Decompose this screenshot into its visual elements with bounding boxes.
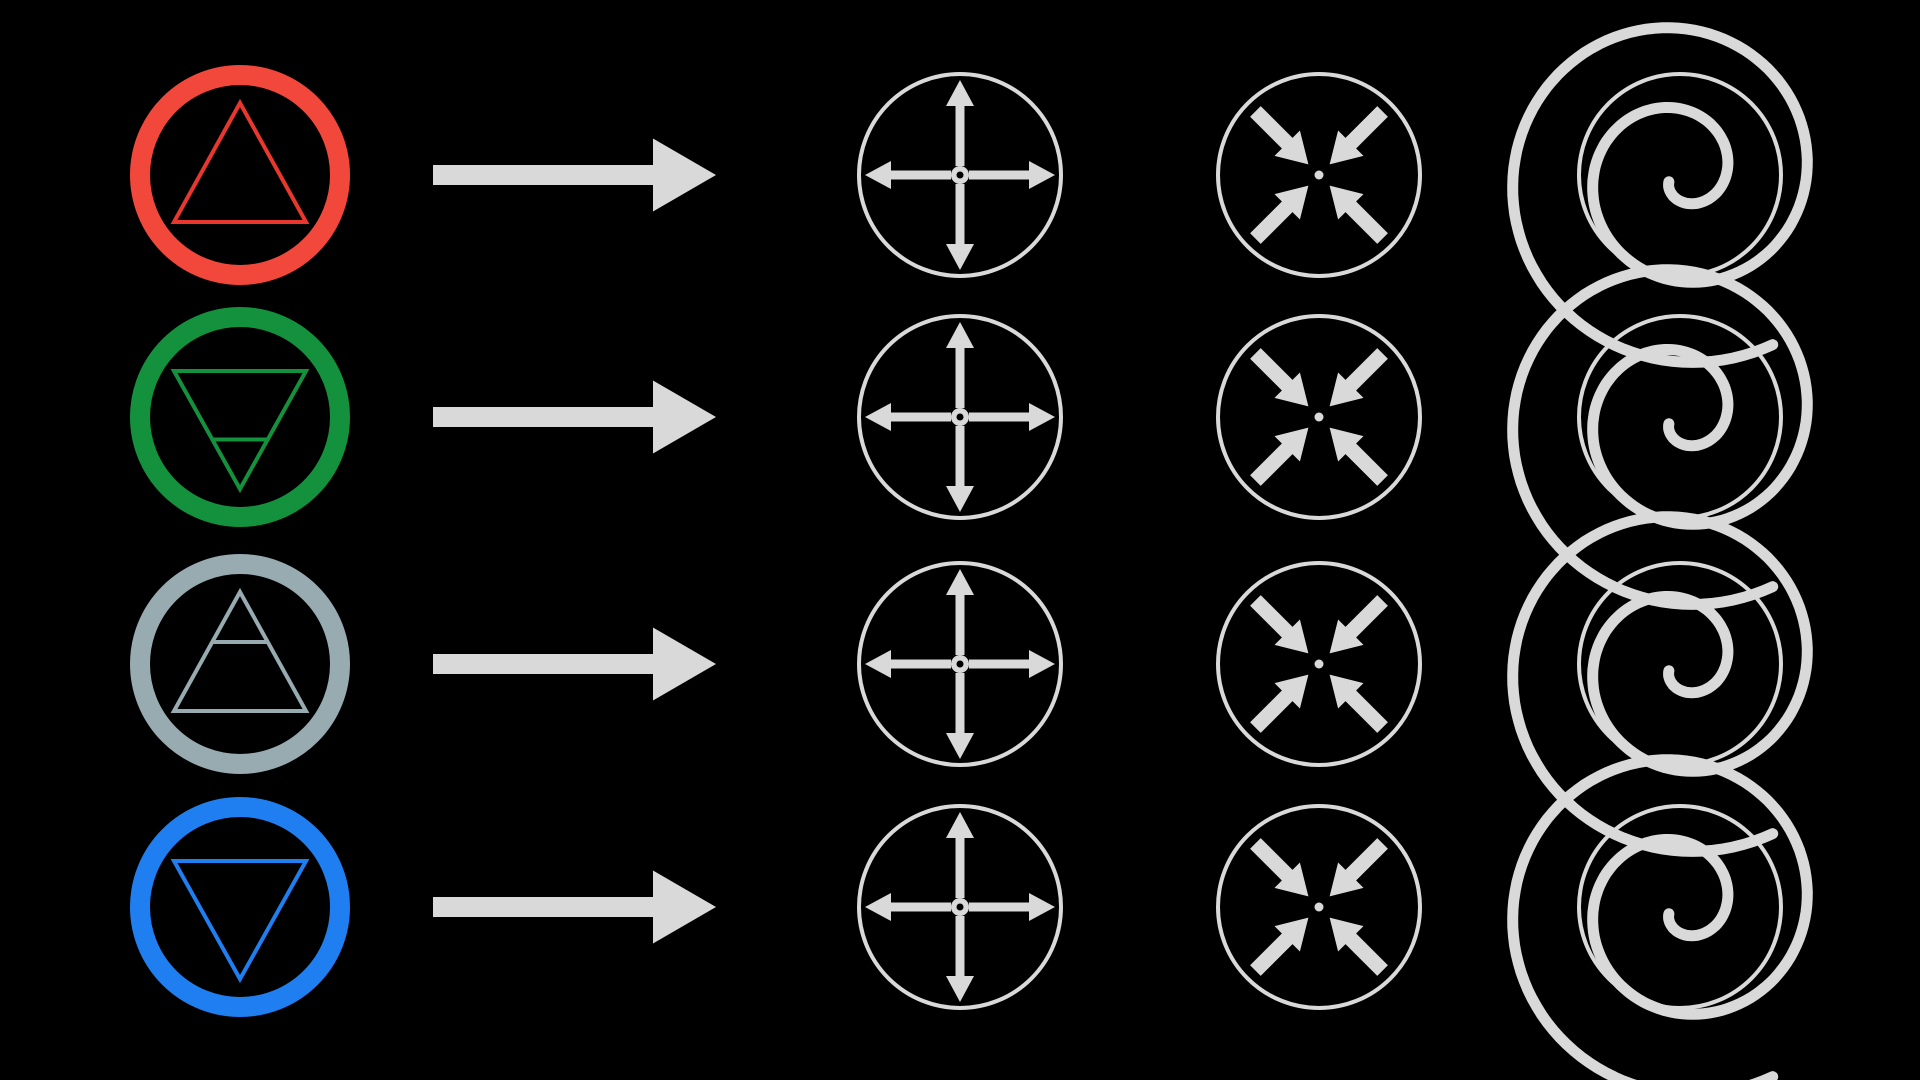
contracting-arrows-icon	[1216, 804, 1422, 1010]
spiral-icon	[1507, 754, 1813, 1080]
fire-triangle	[170, 98, 310, 224]
right-arrow-icon	[433, 870, 716, 944]
earth-triangle	[170, 369, 310, 494]
fire-ring	[130, 65, 350, 285]
air-triangle	[170, 587, 310, 713]
expanding-arrows-icon	[857, 804, 1063, 1010]
right-arrow-icon	[433, 380, 716, 454]
air-ring	[130, 554, 350, 774]
earth-triangle-icon	[130, 307, 350, 527]
water-triangle	[170, 859, 310, 984]
air-triangle-icon	[130, 554, 350, 774]
earth-ring	[130, 307, 350, 527]
contracting-arrows-icon	[1216, 72, 1422, 278]
water-triangle-icon	[130, 797, 350, 1017]
contracting-arrows-icon	[1216, 314, 1422, 520]
expanding-arrows-icon	[857, 314, 1063, 520]
expanding-arrows-icon	[857, 561, 1063, 767]
expanding-arrows-icon	[857, 72, 1063, 278]
right-arrow-icon	[433, 627, 716, 701]
right-arrow-icon	[433, 138, 716, 212]
contracting-arrows-icon	[1216, 561, 1422, 767]
water-ring	[130, 797, 350, 1017]
fire-triangle-icon	[130, 65, 350, 285]
